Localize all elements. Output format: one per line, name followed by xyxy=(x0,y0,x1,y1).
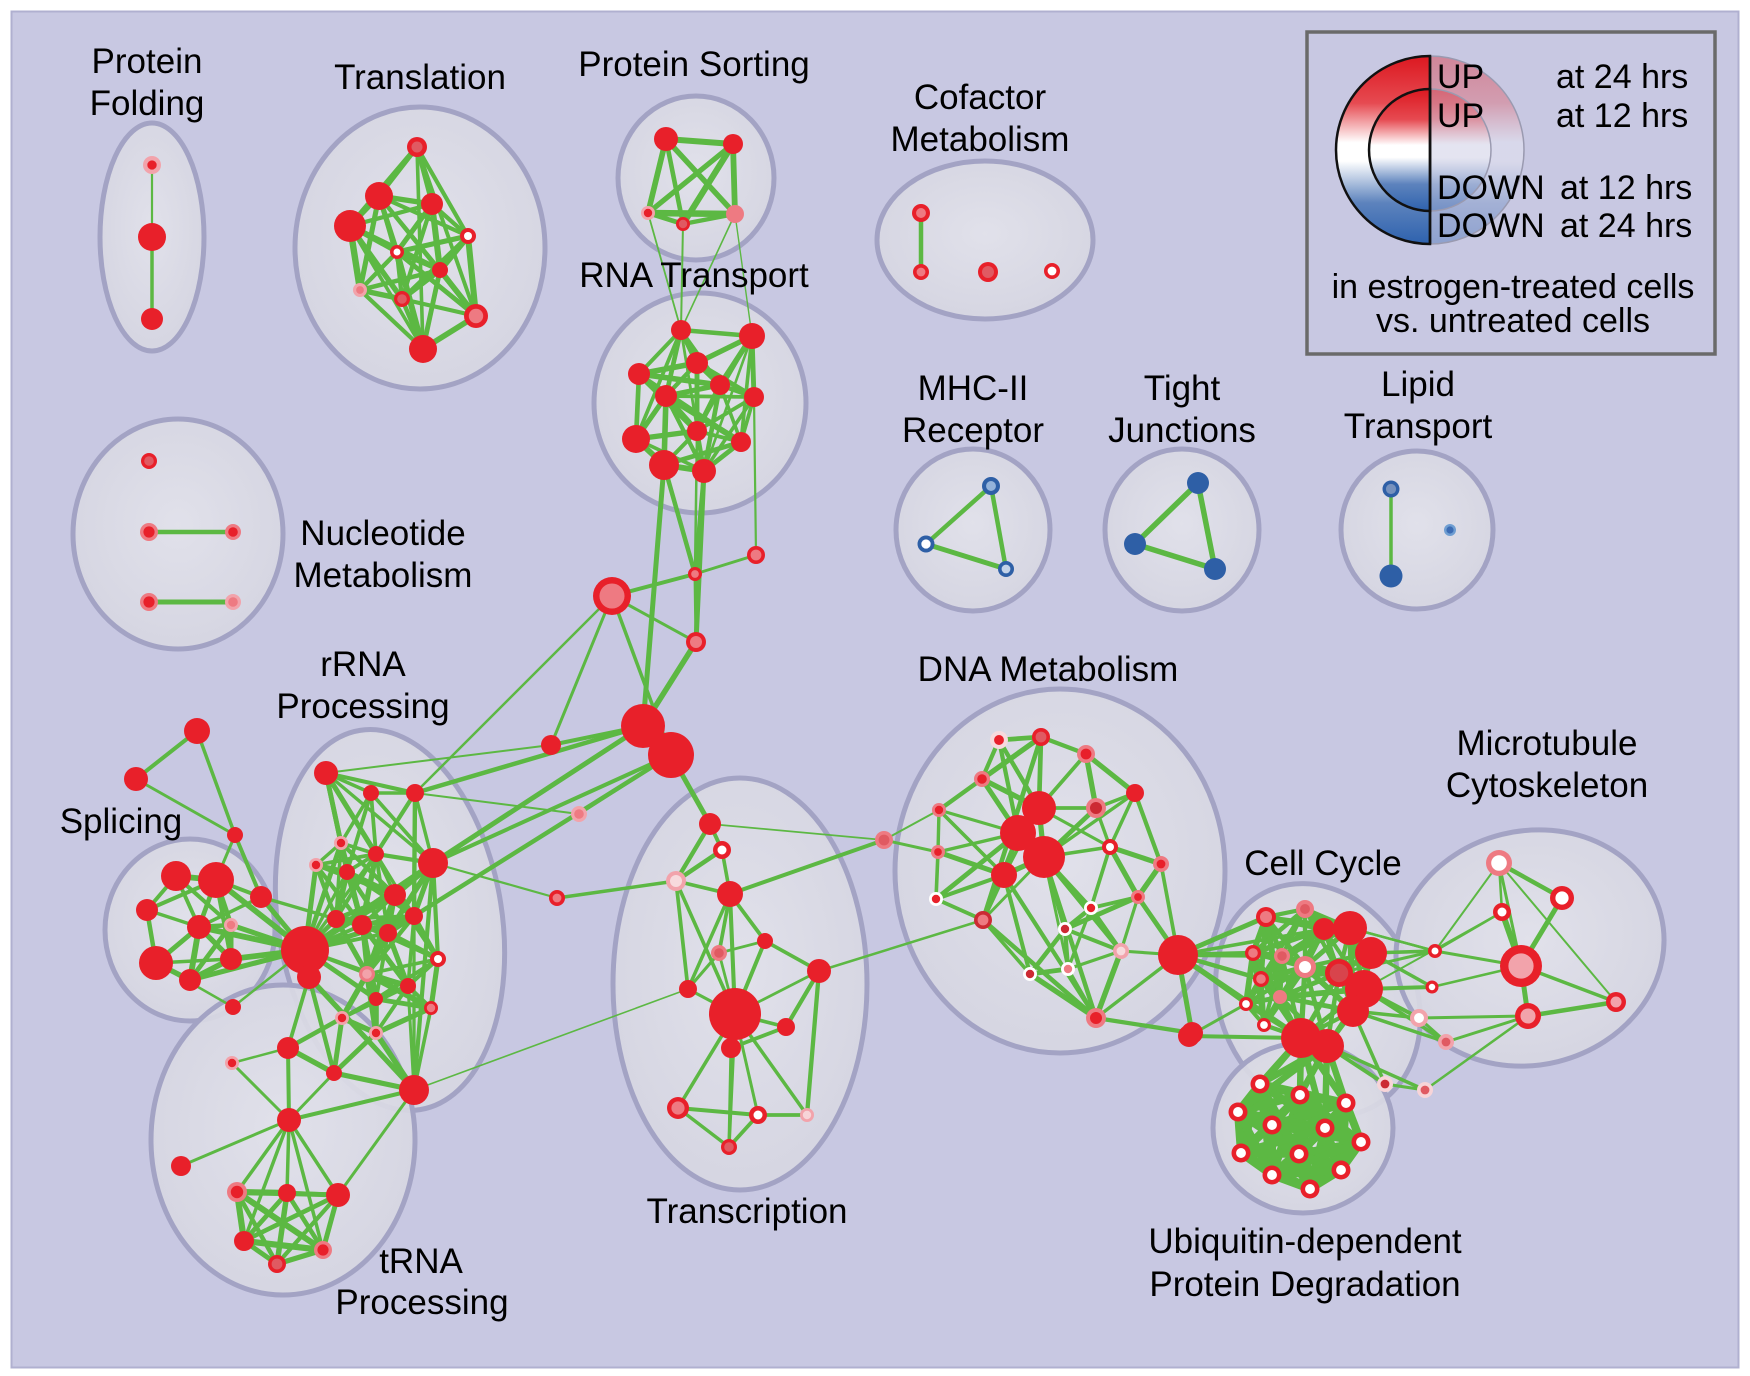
svg-text:Protein Sorting: Protein Sorting xyxy=(578,45,810,84)
svg-text:at 24 hrs: at 24 hrs xyxy=(1556,58,1688,96)
svg-text:vs. untreated cells: vs. untreated cells xyxy=(1376,302,1650,340)
svg-text:Translation: Translation xyxy=(334,58,506,97)
svg-text:tRNA: tRNA xyxy=(379,1242,463,1281)
svg-text:Cell Cycle: Cell Cycle xyxy=(1244,844,1402,883)
svg-text:Processing: Processing xyxy=(276,687,449,726)
svg-text:Splicing: Splicing xyxy=(60,802,183,841)
svg-text:DNA Metabolism: DNA Metabolism xyxy=(918,650,1179,689)
svg-text:DOWN: DOWN xyxy=(1437,207,1545,245)
svg-text:Transport: Transport xyxy=(1344,407,1493,446)
svg-text:Protein Degradation: Protein Degradation xyxy=(1149,1265,1460,1304)
svg-text:Ubiquitin-dependent: Ubiquitin-dependent xyxy=(1148,1222,1462,1261)
svg-text:UP: UP xyxy=(1437,58,1484,96)
svg-text:MHC-II: MHC-II xyxy=(918,369,1029,408)
svg-text:Junctions: Junctions xyxy=(1108,411,1256,450)
svg-text:Metabolism: Metabolism xyxy=(294,556,473,595)
svg-text:Cofactor: Cofactor xyxy=(914,78,1047,117)
svg-text:Transcription: Transcription xyxy=(647,1192,848,1231)
svg-text:RNA Transport: RNA Transport xyxy=(579,256,809,295)
svg-text:DOWN: DOWN xyxy=(1437,169,1545,207)
svg-text:Protein: Protein xyxy=(92,42,203,81)
svg-text:Processing: Processing xyxy=(335,1283,508,1322)
svg-text:Receptor: Receptor xyxy=(902,411,1044,450)
svg-text:Metabolism: Metabolism xyxy=(891,120,1070,159)
svg-text:at 12 hrs: at 12 hrs xyxy=(1556,97,1688,135)
svg-text:Tight: Tight xyxy=(1144,369,1221,408)
svg-text:UP: UP xyxy=(1437,97,1484,135)
svg-text:Cytoskeleton: Cytoskeleton xyxy=(1446,766,1648,805)
svg-text:Lipid: Lipid xyxy=(1381,365,1455,404)
svg-text:in estrogen-treated cells: in estrogen-treated cells xyxy=(1332,268,1695,306)
svg-text:Folding: Folding xyxy=(90,84,205,123)
svg-text:at 24 hrs: at 24 hrs xyxy=(1560,207,1692,245)
svg-text:at 12 hrs: at 12 hrs xyxy=(1560,169,1692,207)
svg-text:rRNA: rRNA xyxy=(320,645,406,684)
svg-text:Microtubule: Microtubule xyxy=(1457,724,1638,763)
svg-text:Nucleotide: Nucleotide xyxy=(300,514,465,553)
